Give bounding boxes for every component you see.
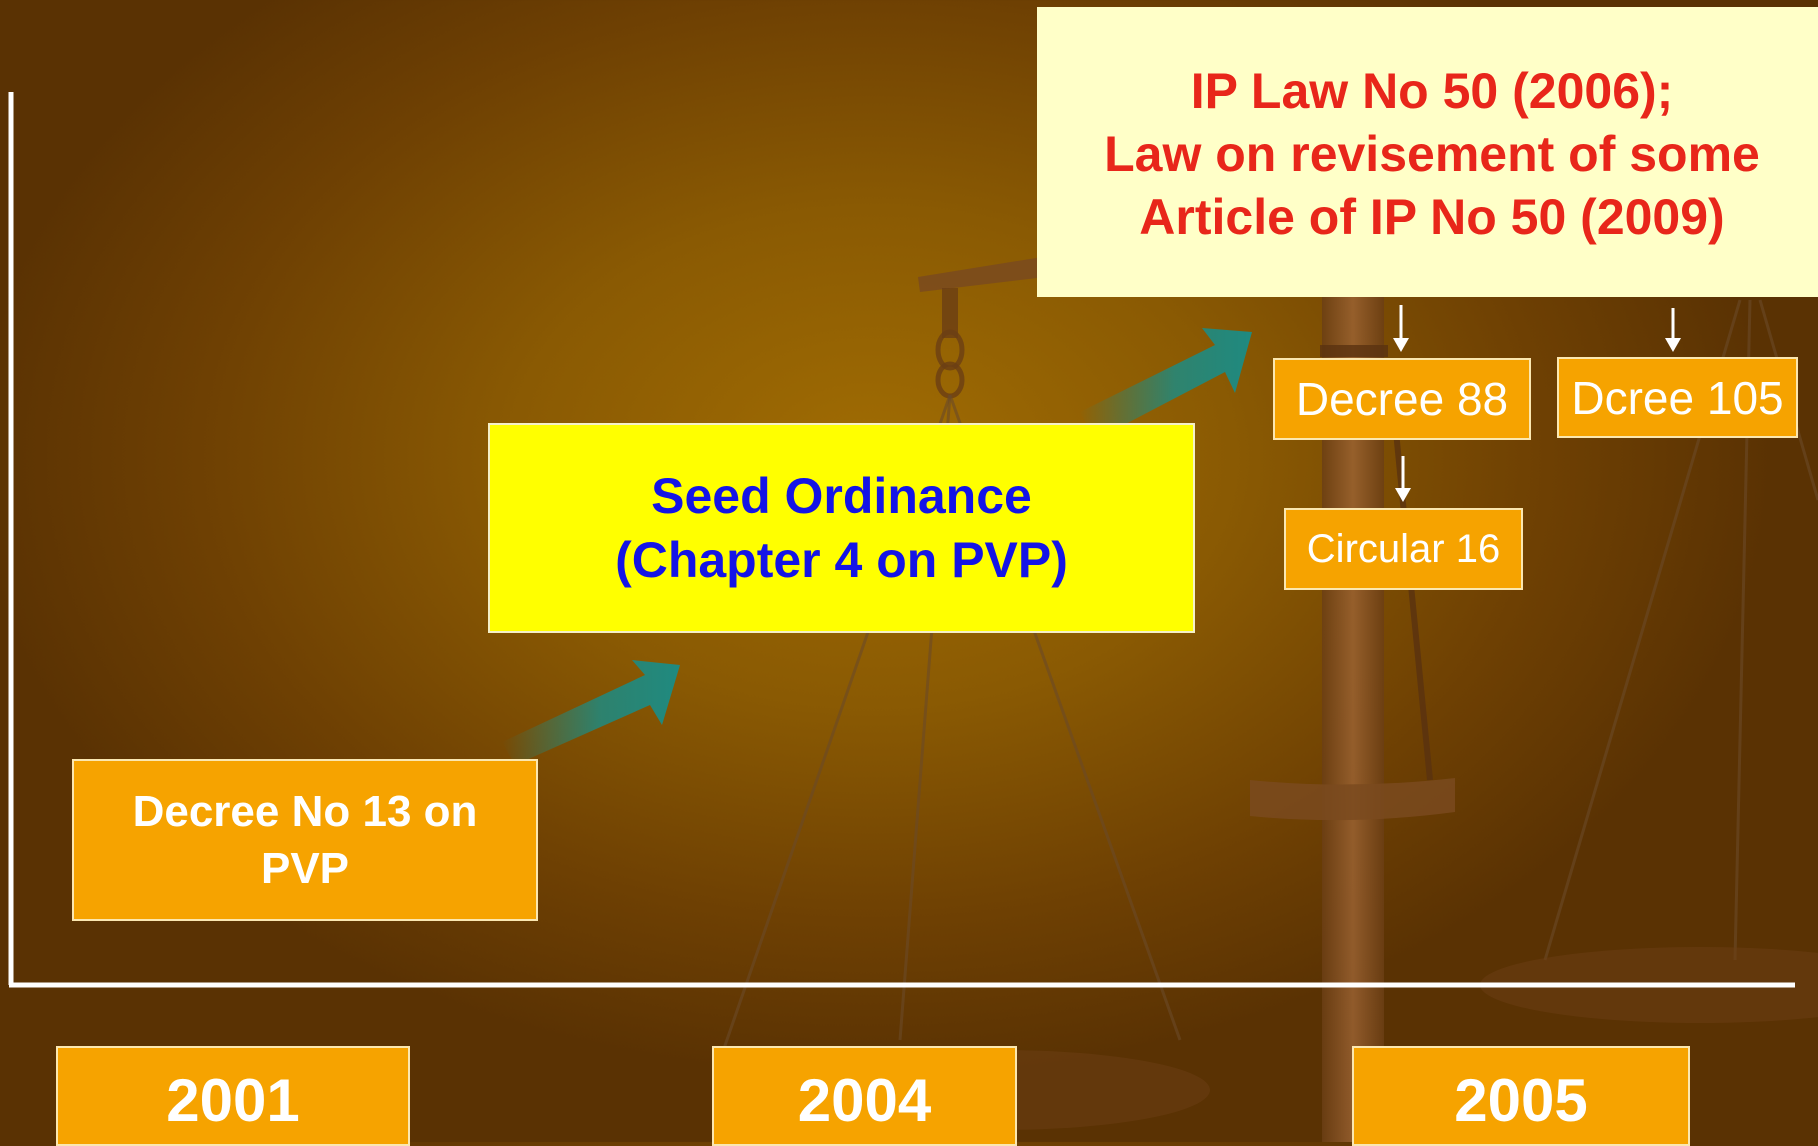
dcree-105-box: Dcree 105 (1557, 357, 1798, 438)
circular-16-label: Circular 16 (1306, 526, 1501, 571)
arrow-iplaw-to-dcree105 (1665, 308, 1681, 352)
arrow-iplaw-to-decree88 (1393, 305, 1409, 352)
decree-88-box: Decree 88 (1273, 358, 1531, 440)
year-text: 2004 (797, 1067, 932, 1134)
seed-ordinance-box: Seed Ordinance (Chapter 4 on PVP) (488, 423, 1195, 633)
circular-16-box: Circular 16 (1284, 508, 1523, 590)
arrow-seed-to-iplaw (1080, 328, 1252, 440)
decree-13-text: Decree No 13 on PVP (132, 787, 478, 893)
decree-88-label: Decree 88 (1295, 373, 1509, 425)
year-text: 2005 (1454, 1067, 1588, 1134)
ip-law-text: IP Law No 50 (2006); Law on revisement o… (1104, 62, 1760, 245)
arrow-decree88-to-circular16 (1395, 456, 1411, 502)
decree-13-box: Decree No 13 on PVP (72, 759, 538, 921)
year-label-2001: 2001 (56, 1046, 410, 1146)
year-text: 2001 (166, 1067, 300, 1134)
year-label-2005: 2005 (1352, 1046, 1690, 1146)
ip-law-box: IP Law No 50 (2006); Law on revisement o… (1037, 7, 1818, 297)
dcree-105-label: Dcree 105 (1571, 371, 1784, 424)
seed-ordinance-text: Seed Ordinance (Chapter 4 on PVP) (615, 468, 1068, 588)
arrow-decree13-to-seed (502, 660, 680, 765)
year-label-2004: 2004 (712, 1046, 1017, 1146)
